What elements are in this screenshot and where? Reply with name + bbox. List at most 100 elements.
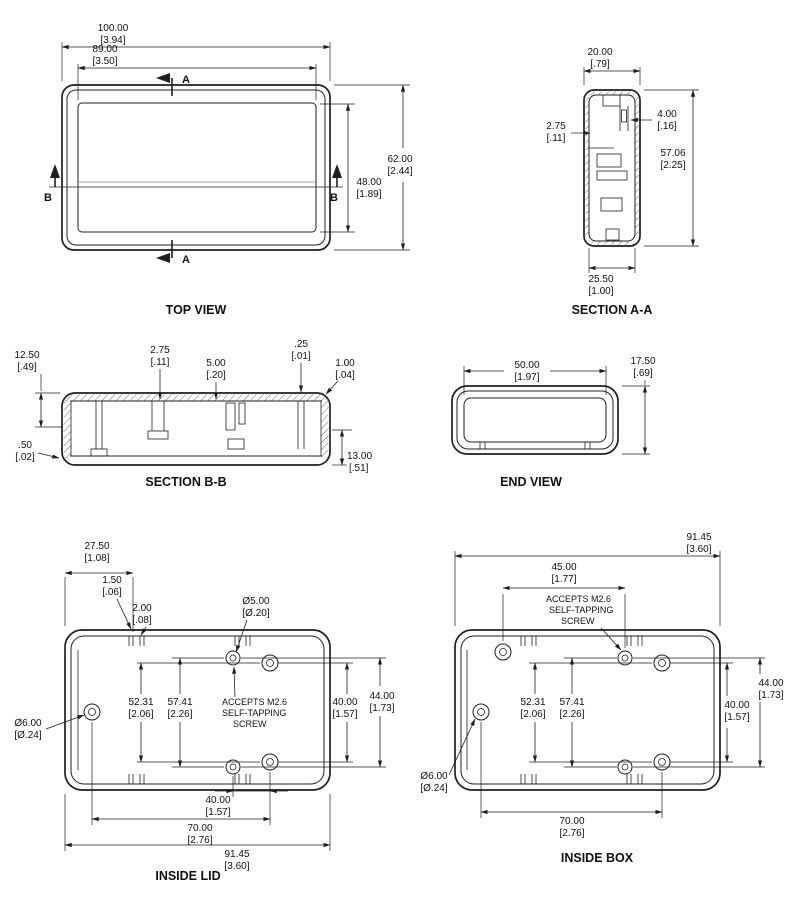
section-bb-title: SECTION B-B [145, 475, 226, 489]
inside-box-dimensions: 91.45 [3.60] 45.00 [1.77] ACCEPTS M2.6 S… [420, 532, 784, 839]
enclosure-inner-outline [456, 390, 614, 450]
dim-slot-width-mm: 4.00 [657, 109, 677, 120]
dim-lip-in: [.01] [291, 351, 311, 362]
screw-boss-hole [229, 654, 237, 662]
lid-panel-outline [77, 102, 317, 233]
hatched-wall [63, 400, 71, 458]
inside-lid-geometry [64, 629, 331, 791]
screw-boss [617, 650, 633, 666]
screw-boss-hole [621, 654, 629, 662]
inside-box-title: INSIDE BOX [561, 851, 634, 865]
screw-boss-hole [658, 659, 666, 667]
dim-post-pitch-mm: 70.00 [559, 816, 584, 827]
screw-boss-hole [621, 763, 629, 771]
dim-lid-width-mm: 89.00 [92, 44, 117, 55]
dim-pitch-v-in: [1.57] [724, 712, 749, 723]
end-view-geometry [451, 385, 619, 455]
inside-box-view: 91.45 [3.60] 45.00 [1.77] ACCEPTS M2.6 S… [420, 532, 784, 865]
dim-post-pitch-in: [2.76] [559, 828, 584, 839]
hatched-wall [590, 91, 634, 96]
dim-boss-mm: 5.00 [206, 358, 226, 369]
dim-wall-mm: 2.75 [546, 121, 566, 132]
dim-pitch-v-in: [1.57] [332, 709, 357, 720]
dim-tab-width-in: [.08] [132, 615, 152, 626]
top-view-title: TOP VIEW [166, 303, 227, 317]
dim-inner-width-in: [1.00] [588, 286, 613, 297]
dim-inner-width-mm: 25.50 [588, 274, 613, 285]
hatched-wall [585, 97, 590, 239]
dim-pitch-v-outer-mm: 44.00 [758, 678, 783, 689]
end-view-dimensions: 50.00 [1.97] 17.50 [.69] [463, 356, 656, 455]
dim-rib-in: [.11] [151, 357, 170, 368]
screw-boss-hole [229, 763, 237, 771]
dim-body-height-mm: 57.06 [660, 148, 685, 159]
screw-post [83, 703, 101, 721]
dim-slot-width-in: [.16] [657, 121, 677, 132]
dim-tab-gap-in: [.06] [102, 587, 122, 598]
section-outer-outline [61, 392, 331, 466]
dim-post-dia-in: [Ø.24] [420, 783, 447, 794]
dim-wall-mm: 1.00 [335, 358, 355, 369]
dim-lid-width-in: [3.50] [92, 56, 117, 67]
dim-pitch-v-outer-in: [1.73] [369, 703, 394, 714]
lid-outer-outline [64, 629, 331, 791]
dim-pitch-v-outer-in: [1.73] [758, 690, 783, 701]
hatched-wall [321, 400, 329, 458]
dim-body-width-in: [.79] [590, 59, 610, 70]
dim-body-height-mm: 17.50 [630, 356, 655, 367]
internal-rib [90, 448, 108, 457]
dim-tab-offset-in: [1.08] [84, 553, 109, 564]
dim-tab-width-mm: 2.00 [132, 603, 152, 614]
top-view: A A B B 100.00 [3.94] 89.00 [3.50] [44, 23, 413, 317]
section-arrow [332, 164, 342, 178]
screw-boss-section [147, 430, 169, 440]
lid-inner-outline [70, 635, 325, 785]
dim-inner-length-mm: 91.45 [686, 532, 711, 543]
screw-boss [261, 753, 279, 771]
dim-post-dia-mm: Ø6.00 [14, 718, 42, 729]
screw-note-line3: SCREW [561, 616, 595, 626]
dim-tab-offset-mm: 27.50 [84, 541, 109, 552]
dim-box-depth-mm: 13.00 [347, 451, 372, 462]
top-view-section-marks: A A B B [44, 73, 342, 266]
dim-boss-in: [.20] [206, 370, 226, 381]
section-outer-outline [583, 89, 641, 247]
end-view-title: END VIEW [500, 475, 562, 489]
screw-post-hole [88, 708, 96, 716]
dim-boss-offset-in: [1.77] [551, 574, 576, 585]
section-arrow [156, 253, 170, 263]
section-label-b-right: B [330, 192, 338, 204]
dim-inner-length-in: [3.60] [224, 861, 249, 872]
dim-wall-in: [.04] [335, 370, 355, 381]
section-aa-dimensions: 20.00 [.79] 4.00 [.16] 2.75 [.11] 57.06 … [546, 47, 699, 297]
hatched-wall [590, 240, 634, 245]
inside-box-geometry [454, 629, 721, 791]
dim-lid-depth-in: [1.89] [356, 189, 381, 200]
screw-note-line3: SCREW [233, 719, 267, 729]
dim-span-inner-mm: 52.31 [520, 697, 545, 708]
screw-boss [617, 759, 633, 775]
section-bb-geometry [61, 392, 331, 466]
screw-boss-hole [266, 758, 274, 766]
dim-inner-length-mm: 91.45 [224, 849, 249, 860]
dim-span-inner-in: [2.06] [520, 709, 545, 720]
enclosure-inner-outline [66, 89, 326, 246]
screw-boss [225, 650, 241, 666]
dim-box-depth-in: [.51] [349, 463, 369, 474]
dim-overall-depth-mm: 62.00 [387, 154, 412, 165]
dim-pitch-h-mm: 40.00 [205, 795, 230, 806]
screw-post [472, 703, 490, 721]
section-arrow [50, 164, 60, 178]
end-view: 50.00 [1.97] 17.50 [.69] END VIEW [451, 356, 656, 489]
hatched-wall [634, 97, 639, 239]
dim-body-height-in: [2.25] [660, 160, 685, 171]
section-bb-view: 12.50 [.49] .50 [.02] 2.75 [.11] 5.00 [.… [14, 339, 372, 489]
dim-lid-depth-mm: 48.00 [356, 177, 381, 188]
dim-lid-depth-mm: 12.50 [14, 350, 39, 361]
screw-slot [621, 109, 627, 123]
enclosure-outer-outline [451, 385, 619, 455]
dim-floor-in: [.02] [15, 452, 35, 463]
screw-note-line1: ACCEPTS M2.6 [546, 594, 611, 604]
